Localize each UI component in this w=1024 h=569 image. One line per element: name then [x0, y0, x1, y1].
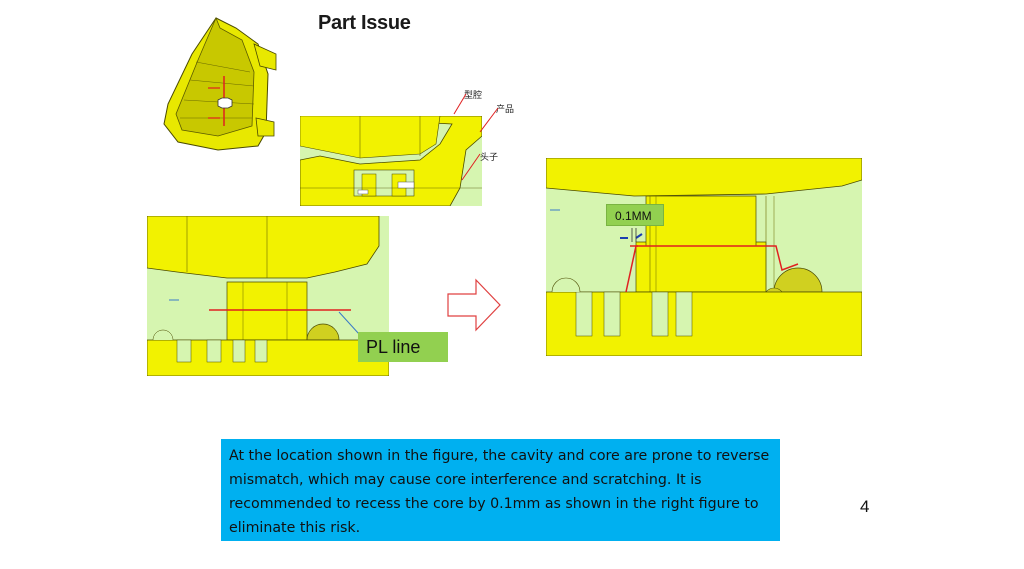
gap-label: 0.1MM — [606, 204, 664, 226]
part-3d-view — [158, 14, 278, 154]
slide-title: Part Issue — [318, 12, 411, 34]
explanation-note: At the location shown in the figure, the… — [221, 439, 780, 541]
callout-arrows — [453, 93, 499, 181]
callout-cavity: 型腔 — [464, 91, 483, 101]
cross-section-top — [300, 116, 482, 206]
section-before — [147, 216, 389, 376]
pl-line-label: PL line — [358, 332, 448, 362]
page-number: 4 — [860, 497, 870, 516]
section-after — [546, 158, 862, 356]
callout-product: 产品 — [496, 105, 515, 115]
callout-core: 头子 — [480, 153, 499, 163]
right-arrow-icon — [447, 278, 501, 332]
